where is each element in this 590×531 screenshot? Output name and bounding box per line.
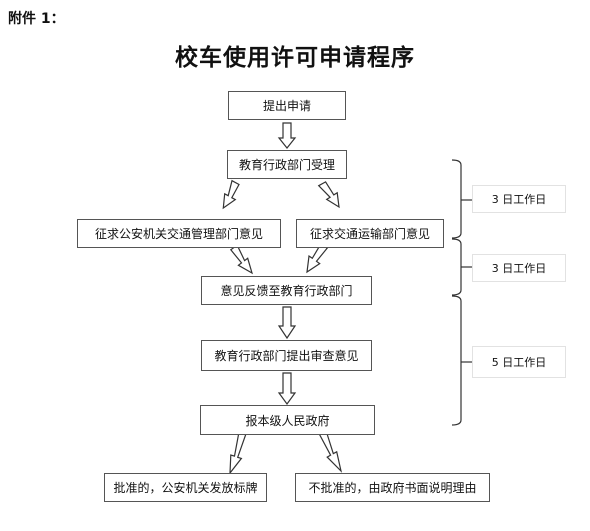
duration-label: 5 日工作日 [472, 346, 566, 378]
node-education-accept: 教育行政部门受理 [227, 150, 347, 179]
arrow-accept-transport [317, 181, 340, 209]
arrow-report-rejected [317, 428, 343, 473]
arrow-submit-accept [277, 122, 297, 149]
duration-label: 3 日工作日 [472, 185, 566, 213]
bracket-2 [451, 238, 462, 296]
bracket-3 [451, 295, 462, 426]
arrow-feedback-review [277, 306, 297, 340]
node-review-opinion: 教育行政部门提出审查意见 [201, 340, 372, 371]
node-transport-opinion: 征求交通运输部门意见 [296, 219, 444, 248]
attachment-label: 附件 1： [8, 11, 65, 27]
node-rejected: 不批准的，由政府书面说明理由 [295, 473, 490, 502]
node-feedback: 意见反馈至教育行政部门 [201, 276, 372, 305]
node-police-opinion: 征求公安机关交通管理部门意见 [77, 219, 281, 248]
node-report-government: 报本级人民政府 [200, 405, 375, 435]
arrow-review-report [277, 372, 297, 406]
arrow-report-approved [229, 430, 247, 475]
arrow-transport-feedback [306, 242, 328, 274]
duration-label: 3 日工作日 [472, 254, 566, 282]
page-title: 校车使用许可申请程序 [175, 44, 415, 71]
arrow-police-feedback [229, 244, 253, 275]
node-approved: 批准的，公安机关发放标牌 [104, 473, 267, 502]
bracket-1 [451, 159, 462, 239]
node-submit-application: 提出申请 [228, 91, 346, 120]
arrow-accept-police [222, 179, 240, 210]
